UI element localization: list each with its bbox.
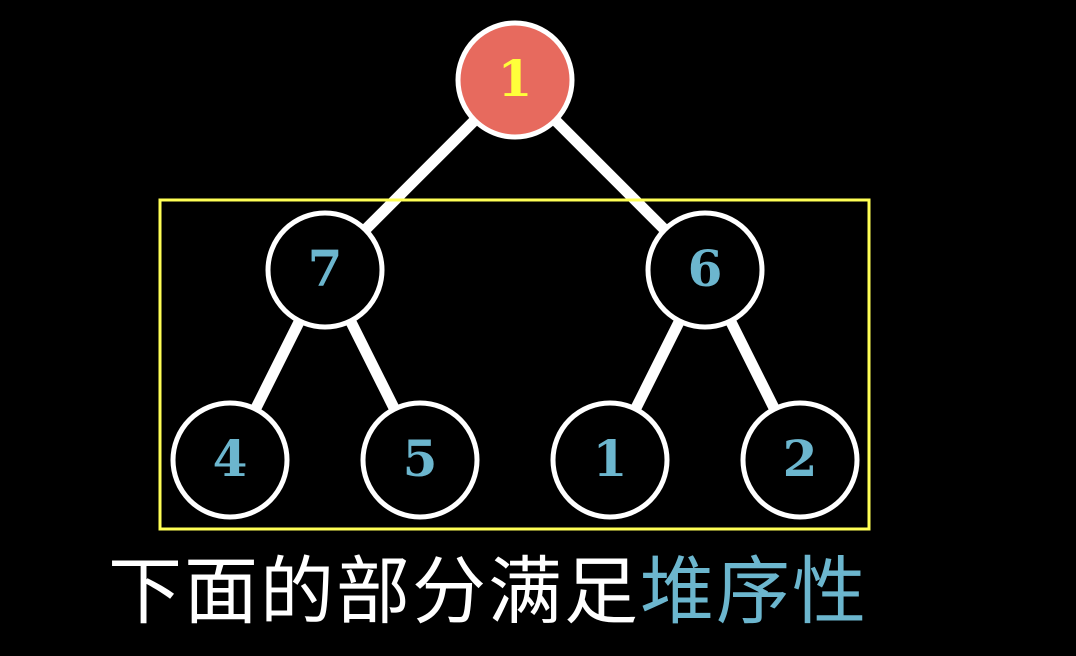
root-node: 1 xyxy=(455,20,575,140)
node-level2-0-label: 4 xyxy=(213,429,248,488)
edge-l1-1-to-l2-3 xyxy=(725,318,780,412)
node-level2-2-label: 1 xyxy=(593,429,628,488)
caption-highlight-text: 堆序性 xyxy=(640,549,868,635)
node-level1-0-label: 7 xyxy=(308,239,343,298)
node-level2-1-label: 5 xyxy=(403,429,438,488)
node-level1-1-circle xyxy=(645,210,765,330)
edge-root-to-l1-0 xyxy=(361,116,479,234)
root-node-label: 1 xyxy=(498,49,533,108)
root-node-circle xyxy=(455,20,575,140)
node-level2-3-label: 2 xyxy=(783,429,818,488)
edge-l1-0-to-l2-1 xyxy=(345,318,400,412)
node-level1-1: 6 xyxy=(645,210,765,330)
node-level2-1-circle xyxy=(360,400,480,520)
edge-l1-0-to-l2-0 xyxy=(250,318,305,412)
node-level2-3-circle xyxy=(740,400,860,520)
edge-l1-1-to-l2-2 xyxy=(630,318,685,412)
node-level2-2: 1 xyxy=(550,400,670,520)
node-level1-0: 7 xyxy=(265,210,385,330)
node-level2-0-circle xyxy=(170,400,290,520)
node-level1-0-circle xyxy=(265,210,385,330)
node-level2-0: 4 xyxy=(170,400,290,520)
tree-nodes: 1 7 6 4 5 1 2 xyxy=(170,20,860,520)
node-level2-1: 5 xyxy=(360,400,480,520)
edge-root-to-l1-1 xyxy=(551,116,669,234)
subtree-highlight-box xyxy=(158,198,871,531)
caption-main-text: 下面的部分满足 xyxy=(108,549,640,635)
node-level2-2-circle xyxy=(550,400,670,520)
tree-edges xyxy=(250,116,780,412)
caption: 下面的部分满足堆序性 xyxy=(108,537,968,647)
node-level1-1-label: 6 xyxy=(688,239,723,298)
node-level2-3: 2 xyxy=(740,400,860,520)
